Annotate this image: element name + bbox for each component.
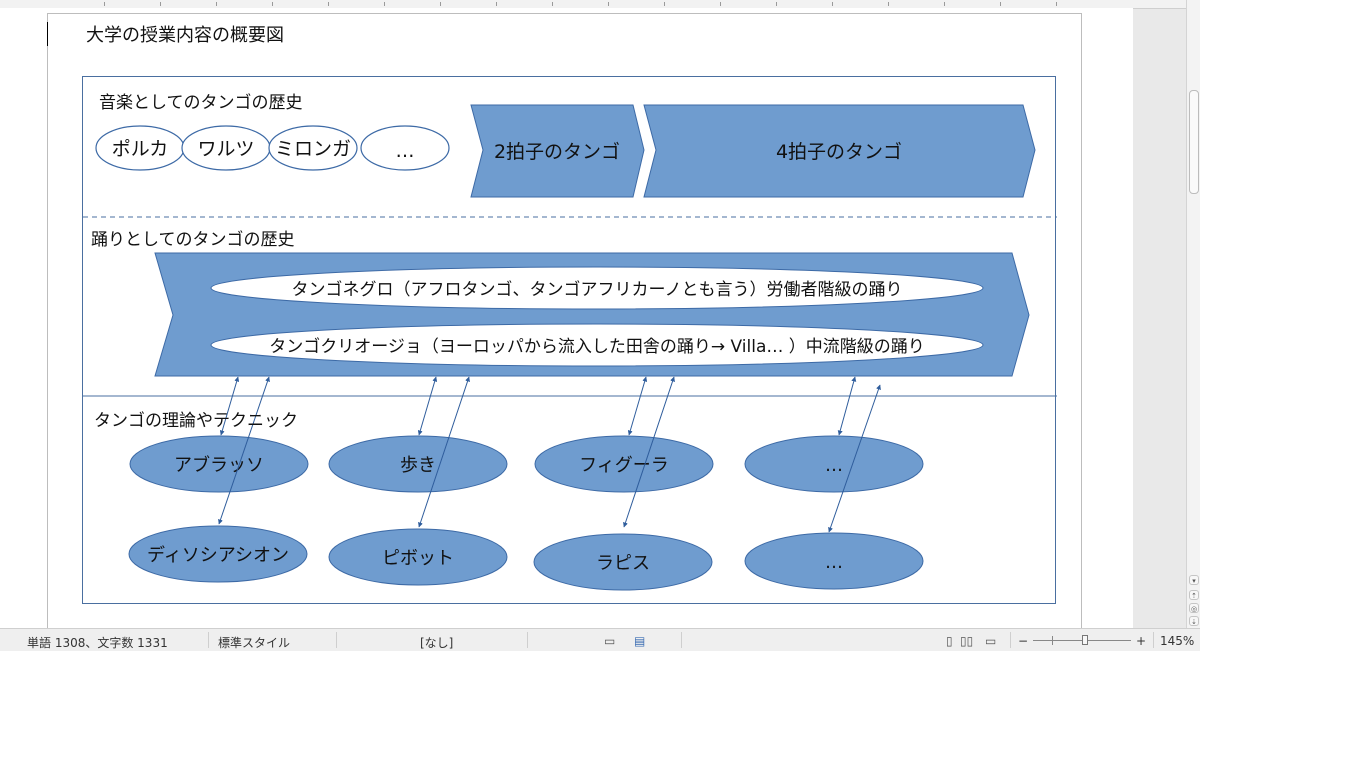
chevron-4-beat-tango[interactable]: 4拍子のタンゴ — [643, 104, 1036, 198]
scroll-down-icon[interactable]: ▾ — [1189, 575, 1199, 585]
technique-ellipse-lapiz[interactable]: ラピス — [533, 533, 713, 591]
technique-ellipse-disociacion[interactable]: ディソシアシオン — [128, 525, 308, 583]
music-history-label: 音楽としてのタンゴの歴史 — [99, 93, 303, 113]
word-count[interactable]: 単語 1308、文字数 1331 — [27, 636, 168, 650]
chevron-label: 4拍子のタンゴ — [776, 141, 902, 163]
technique-ellipse-abrazo[interactable]: アブラッソ — [129, 435, 309, 493]
page-up-icon[interactable]: ⇡ — [1189, 590, 1199, 600]
zoom-slider-thumb[interactable] — [1082, 635, 1088, 645]
insert-mode-icon[interactable]: ▭ — [604, 634, 616, 648]
music-oval-label: ポルカ — [112, 138, 168, 160]
dance-ellipse-label: タンゴクリオージョ（ヨーロッパから流入した田舎の踊り→ Villa… ）中流階級… — [269, 336, 925, 357]
technique-ellipse-ellipsis-bottom[interactable]: … — [744, 532, 924, 590]
technique-label: ラピス — [596, 553, 650, 574]
technique-label: アブラッソ — [174, 454, 264, 476]
arrow-figura — [627, 376, 648, 436]
music-oval-ellipsis[interactable]: … — [360, 125, 450, 171]
zoom-slider-mark — [1052, 636, 1053, 645]
technique-ellipse-walk[interactable]: 歩き — [328, 435, 508, 493]
music-oval-milonga[interactable]: ミロンガ — [268, 125, 358, 171]
arrow-pivot — [418, 376, 470, 528]
theory-technique-label: タンゴの理論やテクニック — [94, 411, 298, 431]
dance-ellipse-label: タンゴネグロ（アフロタンゴ、タンゴアフリカーノとも言う）労働者階級の踊り — [292, 279, 903, 300]
arrow-disociacion — [218, 376, 270, 525]
chevron-label: 2拍子のタンゴ — [494, 141, 620, 163]
music-oval-label: ミロンガ — [275, 138, 351, 160]
technique-ellipse-pivot[interactable]: ピボット — [328, 528, 508, 586]
arrow-ellipsis-bottom — [828, 384, 881, 533]
text-cursor — [47, 22, 48, 46]
document-title: 大学の授業内容の概要図 — [86, 25, 284, 46]
page-nav-icon[interactable]: ◎ — [1189, 603, 1199, 613]
zoom-level[interactable]: 145% — [1160, 634, 1195, 648]
status-bar: 単語 1308、文字数 1331 標準スタイル [なし] ▭ ▤ ▯ ▯▯ ▭ … — [0, 628, 1200, 651]
technique-ellipse-figura[interactable]: フィグーラ — [534, 435, 714, 493]
technique-label: ディソシアシオン — [147, 545, 289, 566]
diagram-canvas: ポルカ ワルツ ミロンガ … 2拍子のタンゴ 4拍子のタンゴ — [83, 104, 1057, 591]
technique-label: … — [825, 552, 843, 573]
music-oval-waltz[interactable]: ワルツ — [181, 125, 271, 171]
language-indicator[interactable]: [なし] — [420, 636, 454, 650]
music-oval-label: ワルツ — [197, 138, 254, 160]
dance-ellipse-tango-criollo[interactable]: タンゴクリオージョ（ヨーロッパから流入した田舎の踊り→ Villa… ）中流階級… — [210, 323, 984, 367]
technique-label: 歩き — [400, 455, 436, 476]
dance-ellipse-tango-negro[interactable]: タンゴネグロ（アフロタンゴ、タンゴアフリカーノとも言う）労働者階級の踊り — [210, 266, 984, 310]
page-border — [47, 13, 1082, 629]
multi-page-view-icon[interactable]: ▯▯ — [960, 634, 974, 648]
technique-label: フィグーラ — [579, 455, 669, 476]
scrollbar-thumb[interactable] — [1189, 90, 1199, 194]
connector-arrows — [218, 376, 881, 533]
arrow-ellipsis-top — [837, 376, 857, 436]
overview-diagram[interactable]: ポルカ ワルツ ミロンガ … 2拍子のタンゴ 4拍子のタンゴ — [82, 76, 1057, 604]
technique-label: ピボット — [382, 548, 454, 569]
chevron-2-beat-tango[interactable]: 2拍子のタンゴ — [470, 104, 645, 198]
arrow-lapiz — [623, 376, 675, 528]
music-oval-label: … — [396, 140, 415, 162]
page-down-icon[interactable]: ⇣ — [1189, 616, 1199, 626]
single-page-view-icon[interactable]: ▯ — [946, 634, 953, 648]
page-style[interactable]: 標準スタイル — [218, 636, 291, 650]
zoom-in-button[interactable]: + — [1136, 634, 1147, 648]
arrow-walk — [417, 376, 438, 436]
technique-ellipse-ellipsis-top[interactable]: … — [744, 435, 924, 493]
book-view-icon[interactable]: ▭ — [985, 634, 997, 648]
writer-window: 大学の授業内容の概要図 ポルカ ワルツ ミロンガ — [0, 0, 1200, 651]
zoom-out-button[interactable]: − — [1018, 634, 1029, 648]
document-modified-icon[interactable]: ▤ — [634, 634, 646, 648]
music-oval-polka[interactable]: ポルカ — [95, 125, 185, 171]
technique-label: … — [825, 455, 843, 476]
dance-history-label: 踊りとしてのタンゴの歴史 — [91, 230, 295, 250]
